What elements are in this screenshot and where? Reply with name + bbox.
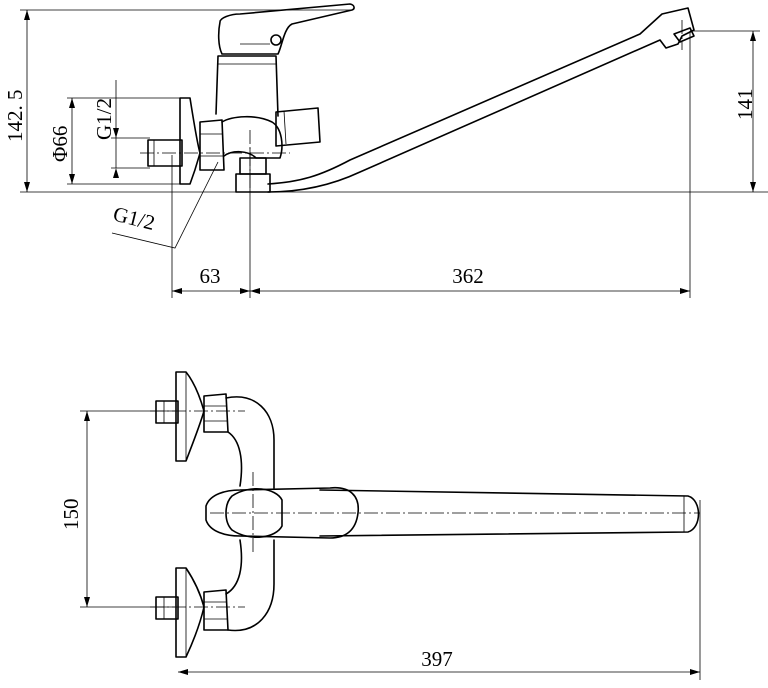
wall-flange [179, 97, 201, 185]
top-spout [319, 489, 700, 537]
diverter-knob [275, 107, 321, 147]
cartridge-column [215, 55, 279, 117]
lower-hex-nut [203, 589, 229, 631]
mixer-body [221, 115, 283, 159]
dim-spout-reach: 362 [452, 264, 484, 288]
side-view: 142. 5 141 Φ66 G1/2 G1/2 63 362 [3, 3, 768, 298]
dim-thread-lower: G1/2 [111, 202, 158, 235]
dim-total-height: 142. 5 [3, 90, 27, 143]
top-lever [205, 487, 359, 539]
dim-wall-offset: 63 [200, 264, 221, 288]
lower-thread-connector [155, 596, 179, 620]
hex-nut [199, 119, 225, 171]
lever-handle [217, 3, 355, 55]
lower-arm [225, 539, 275, 632]
dim-center-distance: 150 [59, 499, 83, 531]
cartridge-cap [225, 488, 283, 538]
dim-thread-upper: G1/2 [92, 98, 116, 140]
lower-outlet [239, 157, 267, 175]
spout [267, 7, 695, 193]
dim-spout-height: 141 [733, 89, 757, 121]
lower-wall-flange [175, 567, 205, 658]
dim-flange-diameter: Φ66 [48, 126, 72, 162]
top-view: 150 397 [59, 371, 701, 680]
thread-connector [147, 139, 183, 167]
upper-arm [225, 396, 275, 489]
upper-thread-connector [155, 400, 179, 424]
aerator [673, 27, 695, 43]
upper-wall-flange [175, 371, 205, 462]
dim-overall-length: 397 [421, 647, 453, 671]
upper-hex-nut [203, 393, 229, 433]
